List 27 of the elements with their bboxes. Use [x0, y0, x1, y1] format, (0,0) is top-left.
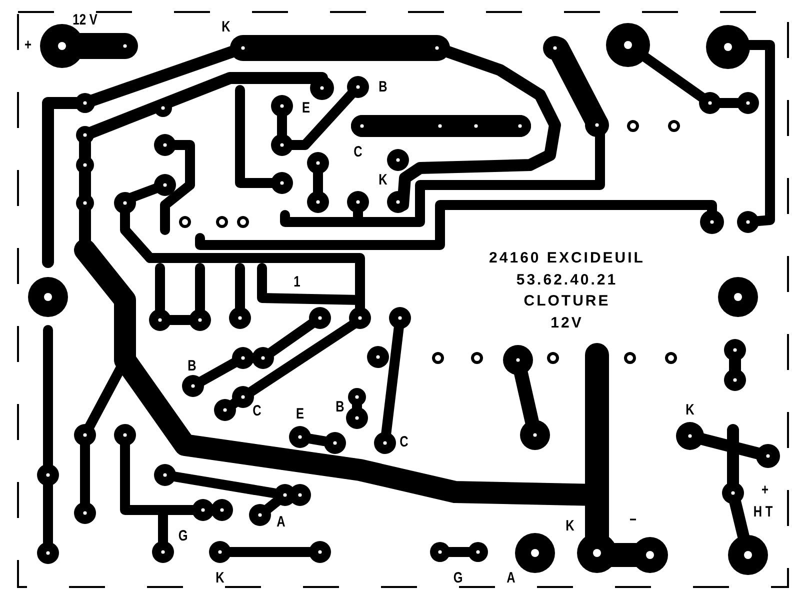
pad-label: H T — [753, 504, 773, 520]
pad-label: − — [630, 512, 636, 528]
board-text: 24160 EXCIDEUIL — [489, 250, 645, 266]
pad-label: B — [336, 400, 344, 414]
pad-label: 12 V — [72, 12, 98, 28]
pad-label: B — [188, 358, 196, 374]
pad-label: G — [178, 528, 188, 544]
pad-label: A — [276, 514, 286, 530]
pad-label: B — [378, 80, 388, 94]
pad-label: K — [686, 402, 694, 418]
pad-label: 1 — [294, 274, 300, 290]
board-text: 53.62.40.21 — [516, 272, 618, 288]
pad-label: K — [216, 570, 224, 586]
pad-label: K — [566, 518, 574, 534]
pad-label: C — [400, 434, 408, 450]
pad-label: G — [453, 570, 463, 586]
pad-label: K — [378, 172, 388, 188]
board-text: 12V — [550, 316, 584, 330]
pad-label: K — [222, 20, 230, 34]
pad-label: E — [296, 406, 304, 422]
pad-label: A — [506, 570, 516, 586]
pad-label: C — [354, 144, 362, 160]
board-text: CLOTURE — [524, 294, 610, 308]
pad-label: + — [762, 482, 768, 498]
pad-label: + — [24, 38, 32, 52]
pad-label: E — [302, 100, 310, 116]
pad-label: C — [252, 404, 262, 418]
